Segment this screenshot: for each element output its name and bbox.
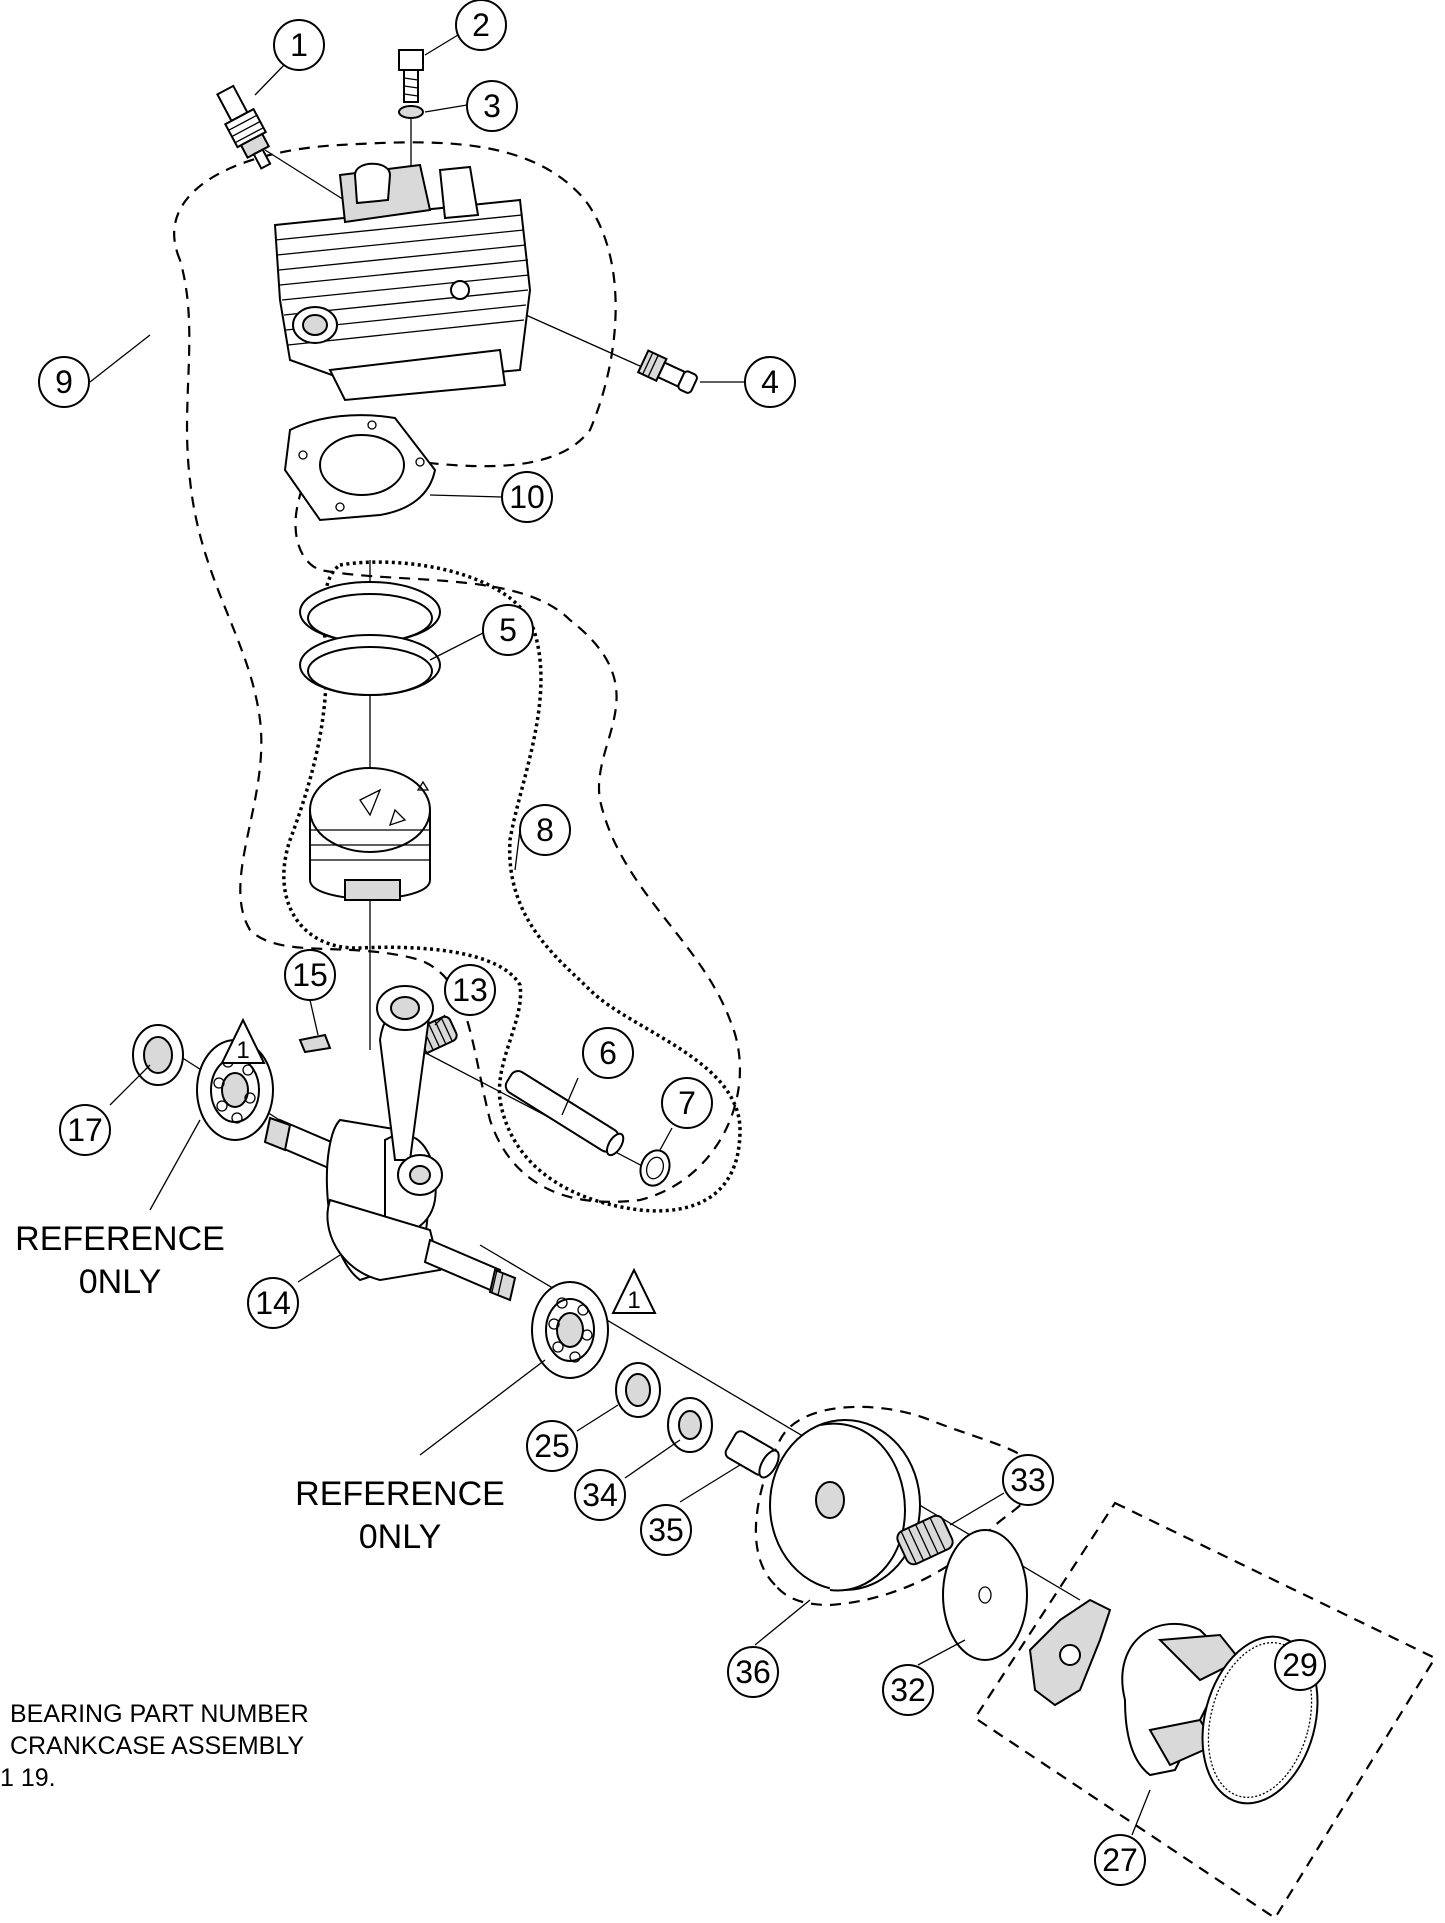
callout-6[interactable]: 6 [582, 1027, 634, 1079]
svg-text:1: 1 [236, 1037, 249, 1064]
callout-34[interactable]: 34 [574, 1469, 626, 1521]
washer [398, 105, 424, 119]
callout-32[interactable]: 32 [882, 1664, 934, 1716]
svg-text:34: 34 [582, 1477, 618, 1513]
clutch-hub [1028, 1598, 1112, 1707]
svg-text:17: 17 [67, 1112, 103, 1148]
svg-text:1: 1 [627, 1287, 640, 1314]
crankshaft [263, 985, 517, 1302]
svg-text:9: 9 [55, 364, 73, 400]
callout-2[interactable]: 2 [455, 0, 507, 51]
svg-text:5: 5 [499, 612, 517, 648]
svg-text:7: 7 [678, 1085, 696, 1121]
svg-text:29: 29 [1282, 1647, 1318, 1683]
group-27-outline [973, 1501, 1437, 1920]
spark-plug [216, 84, 272, 170]
callout-33[interactable]: 33 [1002, 1454, 1054, 1506]
footnote-line3: 1 19. [0, 1764, 56, 1792]
svg-text:4: 4 [761, 364, 779, 400]
warning-triangle-upper: 1 [220, 1017, 266, 1064]
reference-only-left-line1: REFERENCE [15, 1220, 225, 1258]
cylinder [273, 162, 532, 402]
piston-rings [299, 581, 441, 696]
callout-8[interactable]: 8 [519, 804, 571, 856]
svg-text:33: 33 [1010, 1462, 1046, 1498]
reference-only-center-line1: REFERENCE [295, 1475, 505, 1513]
callout-35[interactable]: 35 [640, 1504, 692, 1556]
base-gasket [283, 414, 437, 522]
callout-36[interactable]: 36 [727, 1646, 779, 1698]
svg-text:6: 6 [599, 1035, 617, 1071]
clutch-drum [769, 1419, 921, 1592]
clutch-washer [942, 1529, 1028, 1661]
callout-3[interactable]: 3 [466, 80, 518, 132]
oil-seal-right [615, 1362, 661, 1418]
screw [398, 49, 424, 103]
piston [309, 767, 431, 901]
svg-text:13: 13 [452, 972, 488, 1008]
clutch-needle-bearing [896, 1514, 954, 1566]
callout-5[interactable]: 5 [482, 604, 534, 656]
group-9-outline [173, 141, 742, 1203]
callout-10[interactable]: 10 [501, 471, 553, 523]
bushing [724, 1430, 780, 1479]
svg-text:36: 36 [735, 1654, 771, 1690]
svg-text:32: 32 [890, 1672, 926, 1708]
reference-only-left-line2: 0NLY [79, 1263, 162, 1301]
oil-seal-left [132, 1024, 184, 1086]
clutch-shoes [1121, 1622, 1242, 1777]
svg-text:14: 14 [255, 1285, 291, 1321]
svg-text:10: 10 [509, 479, 545, 515]
circlip [639, 1149, 671, 1187]
decompression-valve [636, 349, 698, 394]
callout-27[interactable]: 27 [1094, 1834, 1146, 1886]
svg-text:2: 2 [472, 7, 490, 43]
crank-key [298, 1033, 332, 1054]
crank-bearing-right [531, 1281, 609, 1379]
footnote-line2: CRANKCASE ASSEMBLY [10, 1732, 304, 1760]
spacer [667, 1397, 713, 1453]
svg-text:35: 35 [648, 1512, 684, 1548]
callout-1[interactable]: 1 [273, 19, 325, 71]
callout-7[interactable]: 7 [661, 1077, 713, 1129]
svg-text:25: 25 [534, 1428, 570, 1464]
crank-bearing-left [196, 1039, 274, 1141]
callout-14[interactable]: 14 [247, 1277, 299, 1329]
svg-text:8: 8 [536, 812, 554, 848]
callout-29[interactable]: 29 [1274, 1639, 1326, 1691]
svg-text:15: 15 [292, 957, 328, 993]
reference-only-center-line2: 0NLY [359, 1518, 442, 1556]
callout-9[interactable]: 9 [38, 356, 90, 408]
group-8-outline[interactable] [282, 560, 742, 1213]
svg-text:1: 1 [290, 27, 308, 63]
callout-13[interactable]: 13 [444, 964, 496, 1016]
warning-triangle-lower: 1 [611, 1267, 657, 1314]
svg-text:27: 27 [1102, 1842, 1138, 1878]
callout-15[interactable]: 15 [284, 949, 336, 1001]
callout-17[interactable]: 17 [59, 1104, 111, 1156]
callout-25[interactable]: 25 [526, 1420, 578, 1472]
callout-4[interactable]: 4 [744, 356, 796, 408]
footnote-line1: BEARING PART NUMBER [10, 1700, 309, 1728]
piston-pin [504, 1070, 625, 1157]
svg-text:3: 3 [483, 88, 501, 124]
